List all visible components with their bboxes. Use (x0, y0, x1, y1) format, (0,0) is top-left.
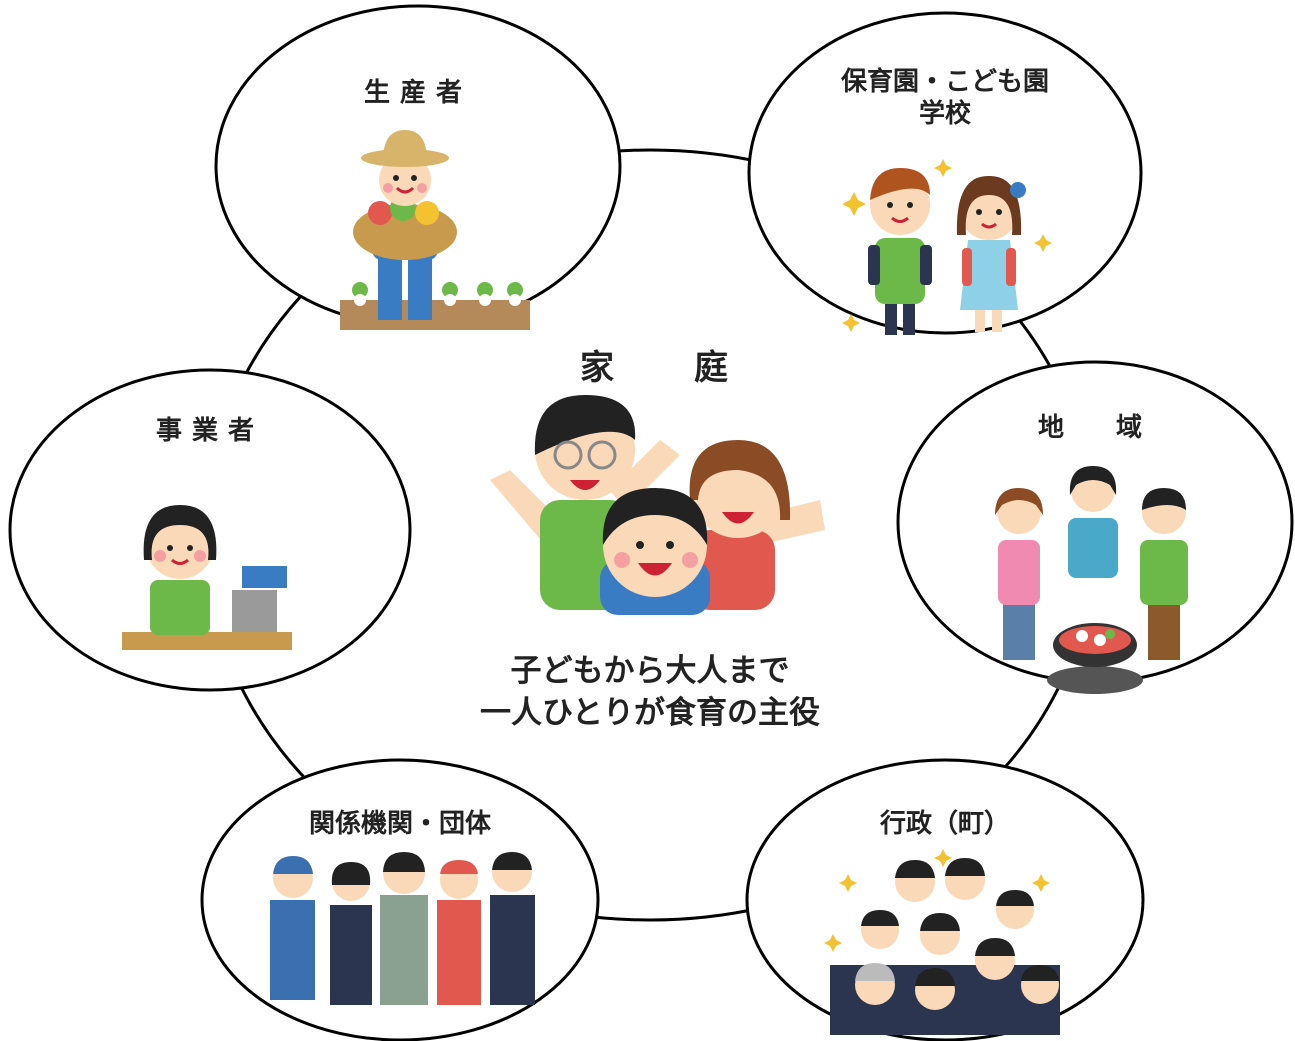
organizations-label: 関係機関・団体 (308, 809, 491, 839)
school-label-line-1: 保育園・こども園 (840, 67, 1049, 97)
government-label: 行政（町） (879, 809, 1010, 839)
center-title-right: 庭 (694, 348, 730, 388)
center-tagline: 子どもから大人まで 一人ひとりが食育の主役 (420, 650, 880, 734)
school-label: 保育園・こども園 学校 (800, 66, 1090, 130)
community-label-left: 地 (1038, 413, 1065, 443)
community-label-right: 域 (1115, 413, 1142, 443)
school-label-line-2: 学校 (918, 99, 971, 129)
tagline-line-1: 子どもから大人まで (510, 653, 790, 689)
cashier-illustration (122, 505, 292, 650)
family-illustration (490, 395, 825, 615)
tagline-line-2: 一人ひとりが食育の主役 (479, 695, 821, 731)
organizations-illustration (270, 852, 535, 1005)
farmer-illustration (340, 130, 530, 330)
business-label: 事業者 (155, 416, 264, 446)
center-title-left: 家 (580, 348, 616, 388)
school-children-illustration (842, 159, 1052, 335)
community-illustration (995, 466, 1188, 694)
producer-label: 生産者 (363, 78, 472, 108)
government-illustration (824, 849, 1060, 1035)
